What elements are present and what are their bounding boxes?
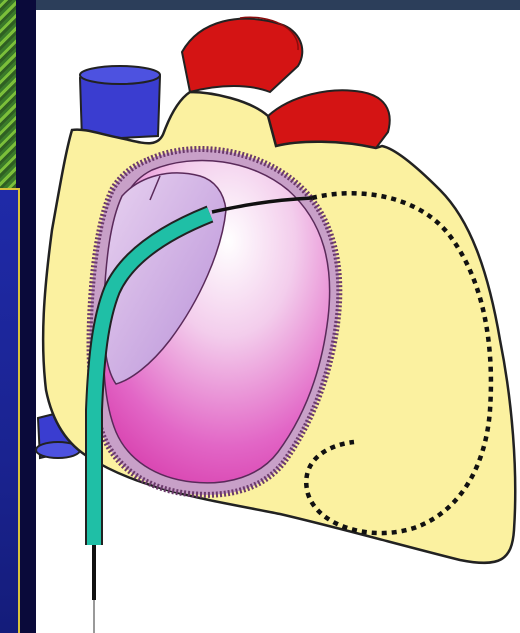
aortic-vessel-2 <box>268 90 390 148</box>
aortic-vessel-1 <box>182 17 302 92</box>
superior-vena-cava <box>80 66 160 140</box>
